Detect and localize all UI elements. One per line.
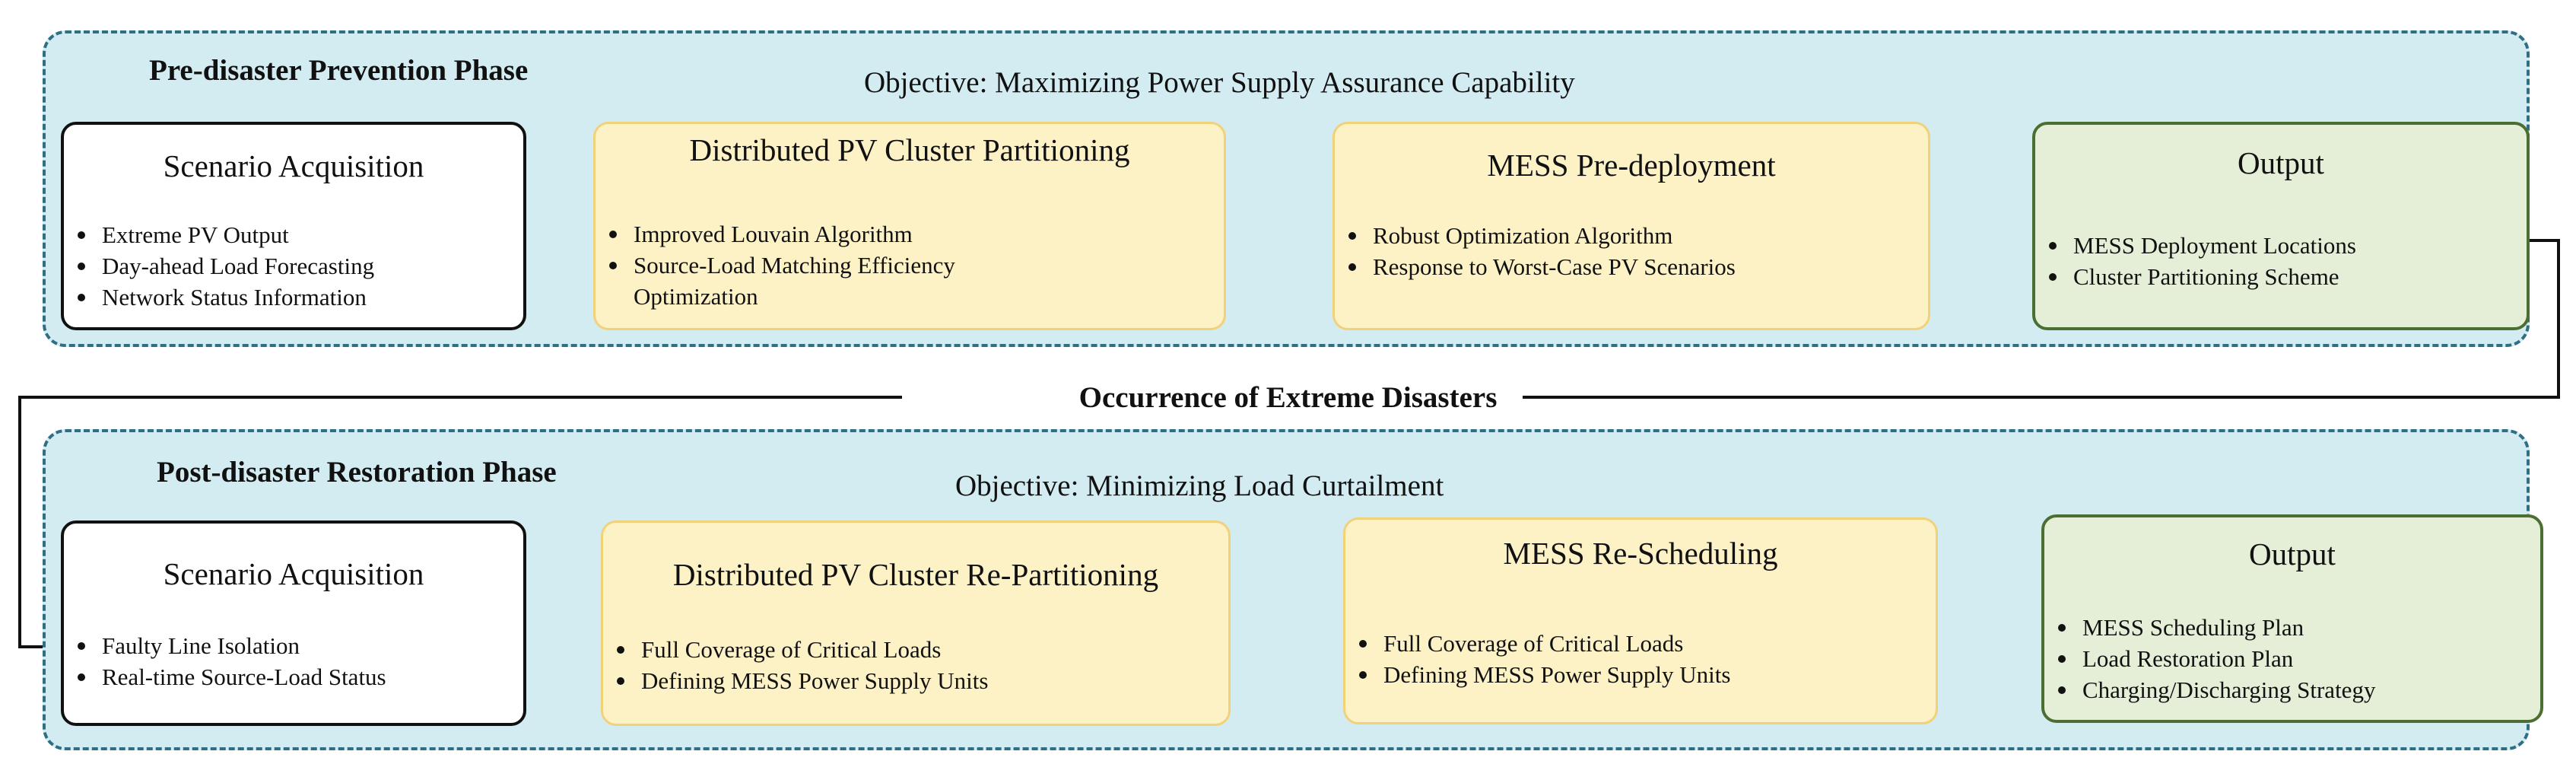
list-item: Faulty Line Isolation	[78, 630, 386, 661]
pre-partition-box: Distributed PV Cluster Partitioning Impr…	[593, 122, 1226, 330]
disaster-occurrence-label: Occurrence of Extreme Disasters	[0, 380, 2576, 415]
list-item: Robust Optimization Algorithm	[1348, 220, 1736, 251]
post-mess-box: MESS Re-Scheduling Full Coverage of Crit…	[1343, 517, 1938, 724]
list-item-continuation: Optimization	[634, 283, 758, 310]
box-title: Distributed PV Cluster Partitioning	[689, 132, 1130, 167]
phase-objective: Objective: Maximizing Power Supply Assur…	[864, 66, 1575, 99]
phase-objective: Objective: Minimizing Load Curtailment	[955, 470, 1444, 502]
list-item: MESS Deployment Locations	[2049, 230, 2356, 261]
list-item: Full Coverage of Critical Loads	[1358, 628, 1730, 659]
box-items: MESS Scheduling Plan Load Restoration Pl…	[2044, 612, 2375, 705]
list-item: Defining MESS Power Supply Units	[616, 665, 988, 696]
post-scenario-box: Scenario Acquisition Faulty Line Isolati…	[61, 520, 526, 726]
list-item: Real-time Source-Load Status	[78, 661, 386, 692]
transition-path	[1491, 239, 2560, 399]
list-item: Day-ahead Load Forecasting	[77, 250, 374, 282]
list-item: Cluster Partitioning Scheme	[2049, 261, 2356, 292]
box-title: Scenario Acquisition	[163, 556, 424, 591]
list-item: Defining MESS Power Supply Units	[1358, 659, 1730, 690]
box-title: MESS Pre-deployment	[1487, 148, 1776, 183]
post-partition-box: Distributed PV Cluster Re-Partitioning F…	[601, 520, 1231, 726]
list-item: Response to Worst-Case PV Scenarios	[1348, 251, 1736, 282]
list-item: Improved Louvain Algorithm	[609, 218, 955, 250]
phase-title: Pre-disaster Prevention Phase	[149, 54, 529, 87]
list-item: Source-Load Matching Efficiency	[609, 250, 955, 281]
list-item: MESS Scheduling Plan	[2057, 612, 2375, 643]
pre-scenario-box: Scenario Acquisition Extreme PV Output D…	[61, 122, 526, 330]
transition-path-left	[18, 396, 902, 651]
box-items: Robust Optimization Algorithm Response t…	[1335, 220, 1736, 282]
box-title: Output	[2238, 145, 2324, 180]
box-items: Full Coverage of Critical Loads Defining…	[603, 634, 988, 696]
box-items: Extreme PV Output Day-ahead Load Forecas…	[64, 219, 374, 313]
box-title: Output	[2249, 536, 2336, 571]
box-items: Faulty Line Isolation Real-time Source-L…	[64, 630, 386, 692]
phase-title: Post-disaster Restoration Phase	[157, 456, 557, 489]
list-item: Extreme PV Output	[77, 219, 374, 250]
list-item: Load Restoration Plan	[2057, 643, 2375, 674]
list-item: Network Status Information	[77, 282, 374, 313]
box-title: Distributed PV Cluster Re-Partitioning	[672, 557, 1159, 592]
list-item: Full Coverage of Critical Loads	[616, 634, 988, 665]
pre-mess-box: MESS Pre-deployment Robust Optimization …	[1332, 122, 1930, 330]
post-output-box: Output MESS Scheduling Plan Load Restora…	[2041, 514, 2543, 723]
box-title: MESS Re-Scheduling	[1503, 536, 1778, 571]
list-item: Charging/Discharging Strategy	[2057, 674, 2375, 705]
box-items: MESS Deployment Locations Cluster Partit…	[2035, 230, 2356, 292]
box-title: Scenario Acquisition	[163, 148, 424, 183]
pre-output-box: Output MESS Deployment Locations Cluster…	[2032, 122, 2530, 330]
box-items: Improved Louvain Algorithm Source-Load M…	[596, 218, 955, 312]
box-items: Full Coverage of Critical Loads Defining…	[1345, 628, 1730, 690]
